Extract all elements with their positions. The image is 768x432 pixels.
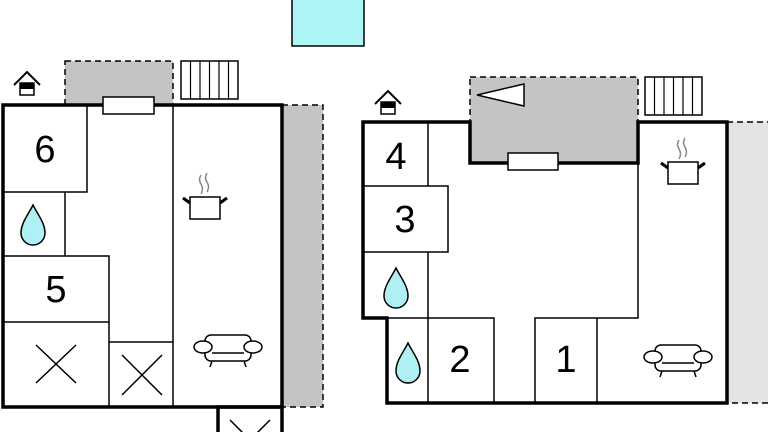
pool — [291, 0, 365, 47]
window-icon — [102, 96, 155, 115]
stairs-icon — [644, 76, 703, 116]
terrace-side — [281, 104, 324, 408]
room-number: 3 — [394, 199, 415, 241]
house-entrance-icon — [374, 90, 402, 115]
terrace — [469, 76, 639, 164]
room-number: 2 — [449, 339, 470, 381]
entry-arrow-icon — [476, 83, 525, 107]
storage-x-icon — [35, 344, 77, 384]
living-sofa-icon — [643, 344, 713, 378]
window-icon — [507, 152, 559, 171]
living-sofa-icon — [193, 334, 263, 368]
storage-x-icon — [121, 354, 163, 396]
terrace-side — [726, 121, 768, 404]
room-number: 4 — [385, 136, 406, 178]
bathroom-icon — [20, 204, 46, 246]
house-entrance-icon — [13, 71, 41, 96]
storage-x-icon — [229, 419, 271, 432]
kitchen-pot-icon — [659, 136, 707, 186]
bathroom-icon — [395, 342, 421, 384]
left-unit: 6 5 — [1, 60, 324, 432]
room-number: 1 — [555, 339, 576, 381]
outer-wall — [361, 120, 729, 405]
room-number: 5 — [45, 269, 66, 311]
room-number: 6 — [34, 129, 55, 171]
right-unit: 4 3 2 1 — [361, 76, 768, 405]
bathroom-icon — [383, 267, 409, 309]
kitchen-pot-icon — [181, 171, 229, 221]
stairs-icon — [180, 60, 239, 100]
